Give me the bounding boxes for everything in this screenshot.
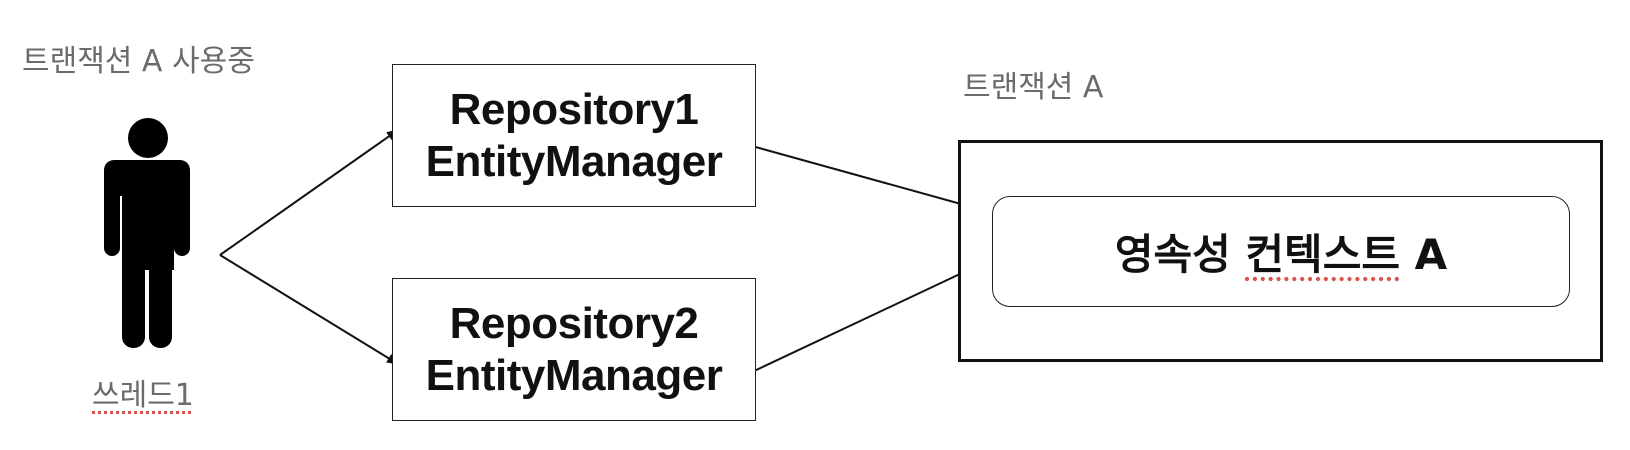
repository2-box: Repository2 EntityManager: [392, 278, 756, 421]
persistence-context-label: 영속성 컨텍스트 A: [1115, 221, 1447, 282]
thread-label: 쓰레드1: [92, 378, 194, 413]
repository1-name: Repository1: [449, 84, 699, 134]
arrow-thread-to-repo1: [219, 129, 399, 256]
persistence-context-suffix: A: [1414, 230, 1448, 279]
repository1-box: Repository1 EntityManager: [392, 64, 756, 207]
repository1-entity-manager: EntityManager: [425, 136, 723, 186]
persistence-context-box: 영속성 컨텍스트 A: [992, 196, 1570, 307]
repository2-name: Repository2: [449, 298, 699, 348]
arrow-repo1-to-context: [751, 145, 980, 211]
transaction-label: 트랜잭션 A: [963, 70, 1104, 105]
transaction-in-use-label: 트랜잭션 A 사용중: [22, 44, 255, 79]
arrow-repo2-to-context: [751, 264, 980, 373]
persistence-context-word1: 영속성: [1114, 230, 1231, 279]
persistence-context-word2: 컨텍스트: [1245, 230, 1400, 279]
arrow-thread-to-repo2: [219, 254, 399, 365]
repository2-entity-manager: EntityManager: [425, 350, 723, 400]
person-icon: [104, 118, 190, 348]
